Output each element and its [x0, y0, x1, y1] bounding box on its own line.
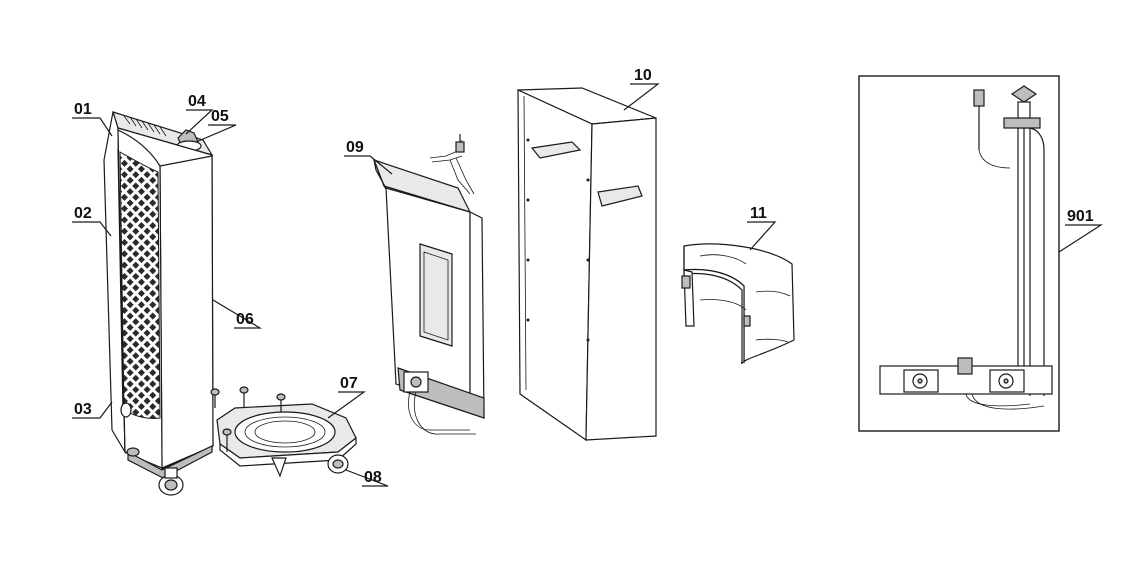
- callout-09: 09: [346, 139, 364, 156]
- callout-labels: 01 02 03 04 05 06 07 08 09 10 11 901: [74, 67, 1094, 486]
- caster-wheel: [158, 467, 184, 496]
- callout-02: 02: [74, 205, 92, 222]
- callout-03: 03: [74, 401, 92, 418]
- inset-gas-valve-assembly: [858, 75, 1060, 432]
- screw-set: [210, 386, 286, 452]
- callout-08: 08: [364, 469, 382, 486]
- callout-07: 07: [340, 375, 358, 392]
- bottom-indicator: [120, 402, 132, 418]
- heater-cabinet: [103, 111, 214, 496]
- callout-04: 04: [188, 93, 206, 110]
- callout-901: 901: [1067, 208, 1094, 225]
- callout-05: 05: [211, 108, 229, 125]
- callout-11: 11: [750, 205, 767, 222]
- rear-cover-panel: [517, 87, 657, 442]
- burner-assembly: [372, 134, 485, 435]
- callout-06: 06: [236, 311, 254, 328]
- top-grille: [123, 115, 167, 137]
- callout-10: 10: [634, 67, 652, 84]
- leader-lines: [72, 83, 1104, 487]
- base-wheel: [327, 454, 349, 474]
- base-plate: [210, 386, 357, 478]
- callout-01: 01: [74, 101, 92, 118]
- curved-heat-shield: [681, 243, 795, 365]
